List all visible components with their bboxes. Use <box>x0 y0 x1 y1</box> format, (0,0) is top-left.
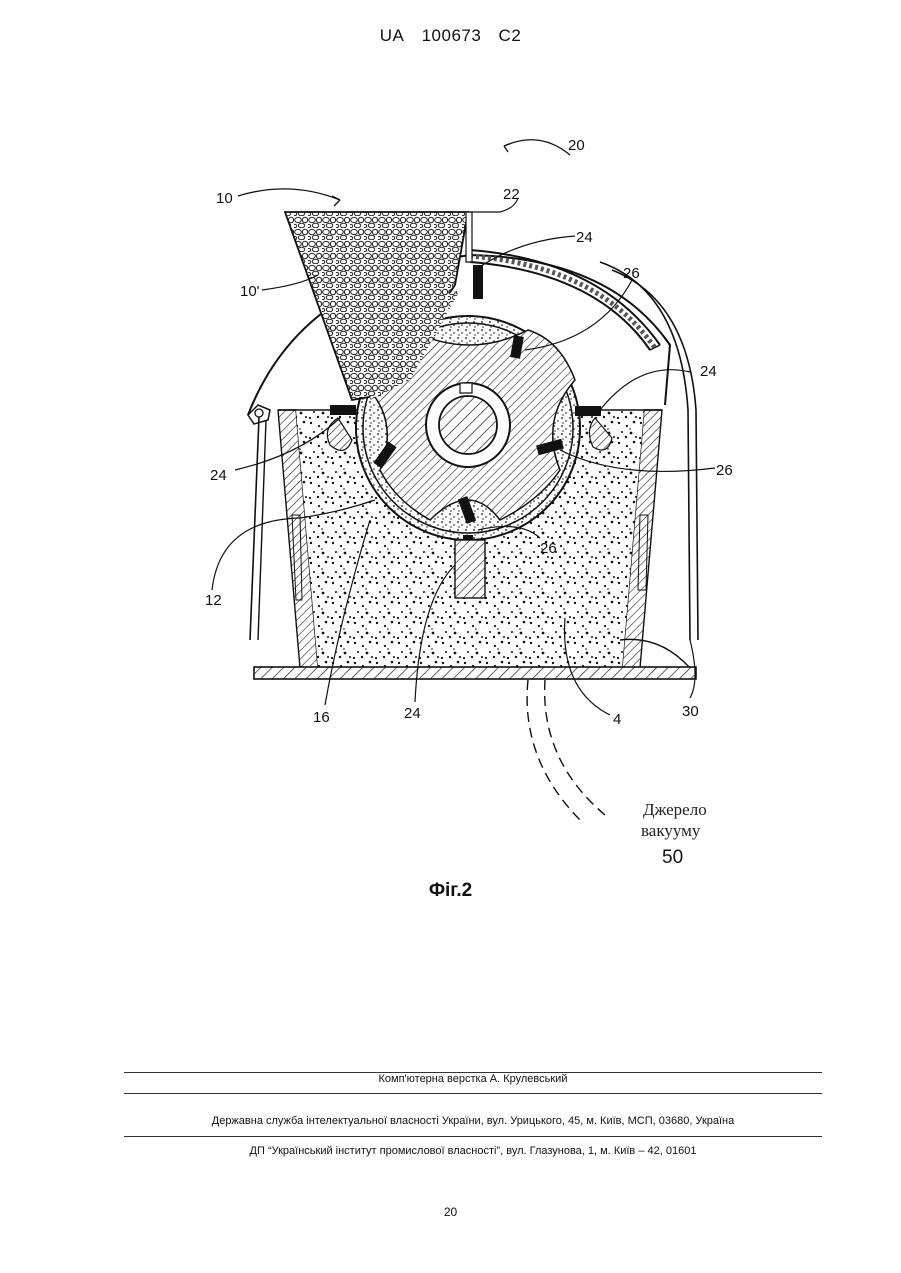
label-10: 10 <box>216 190 233 207</box>
label-22: 22 <box>503 186 520 203</box>
label-10-prime: 10' <box>240 283 260 300</box>
label-50: 50 <box>662 847 683 868</box>
label-12: 12 <box>205 592 222 609</box>
label-26-top: 26 <box>623 265 640 282</box>
label-30: 30 <box>682 703 699 720</box>
vacuum-source-line2: вакууму <box>641 821 701 840</box>
footer-institute: ДП “Український інститут промислової вла… <box>124 1145 822 1157</box>
footer-rule-bottom <box>124 1136 822 1137</box>
label-24-right: 24 <box>700 363 717 380</box>
figure-caption: Фіг.2 <box>0 880 901 902</box>
page-number: 20 <box>0 1205 901 1219</box>
label-16: 16 <box>313 709 330 726</box>
label-24-top: 24 <box>576 229 593 246</box>
label-24-left: 24 <box>210 467 227 484</box>
footer-layout-credit: Комп'ютерна верстка А. Крулевський <box>124 1073 822 1085</box>
footer-rule-middle <box>124 1093 822 1094</box>
vacuum-source-line1: Джерело <box>643 800 707 819</box>
label-4: 4 <box>613 711 621 728</box>
footer-office: Державна служба інтелектуальної власност… <box>124 1115 822 1127</box>
mill-drawing: 20 10 22 24 26 10' 24 24 26 12 26 16 24 … <box>0 0 901 870</box>
label-26-right: 26 <box>716 462 733 479</box>
label-20: 20 <box>568 137 585 154</box>
label-24-bottom: 24 <box>404 705 421 722</box>
label-26-bottom: 26 <box>540 540 557 557</box>
